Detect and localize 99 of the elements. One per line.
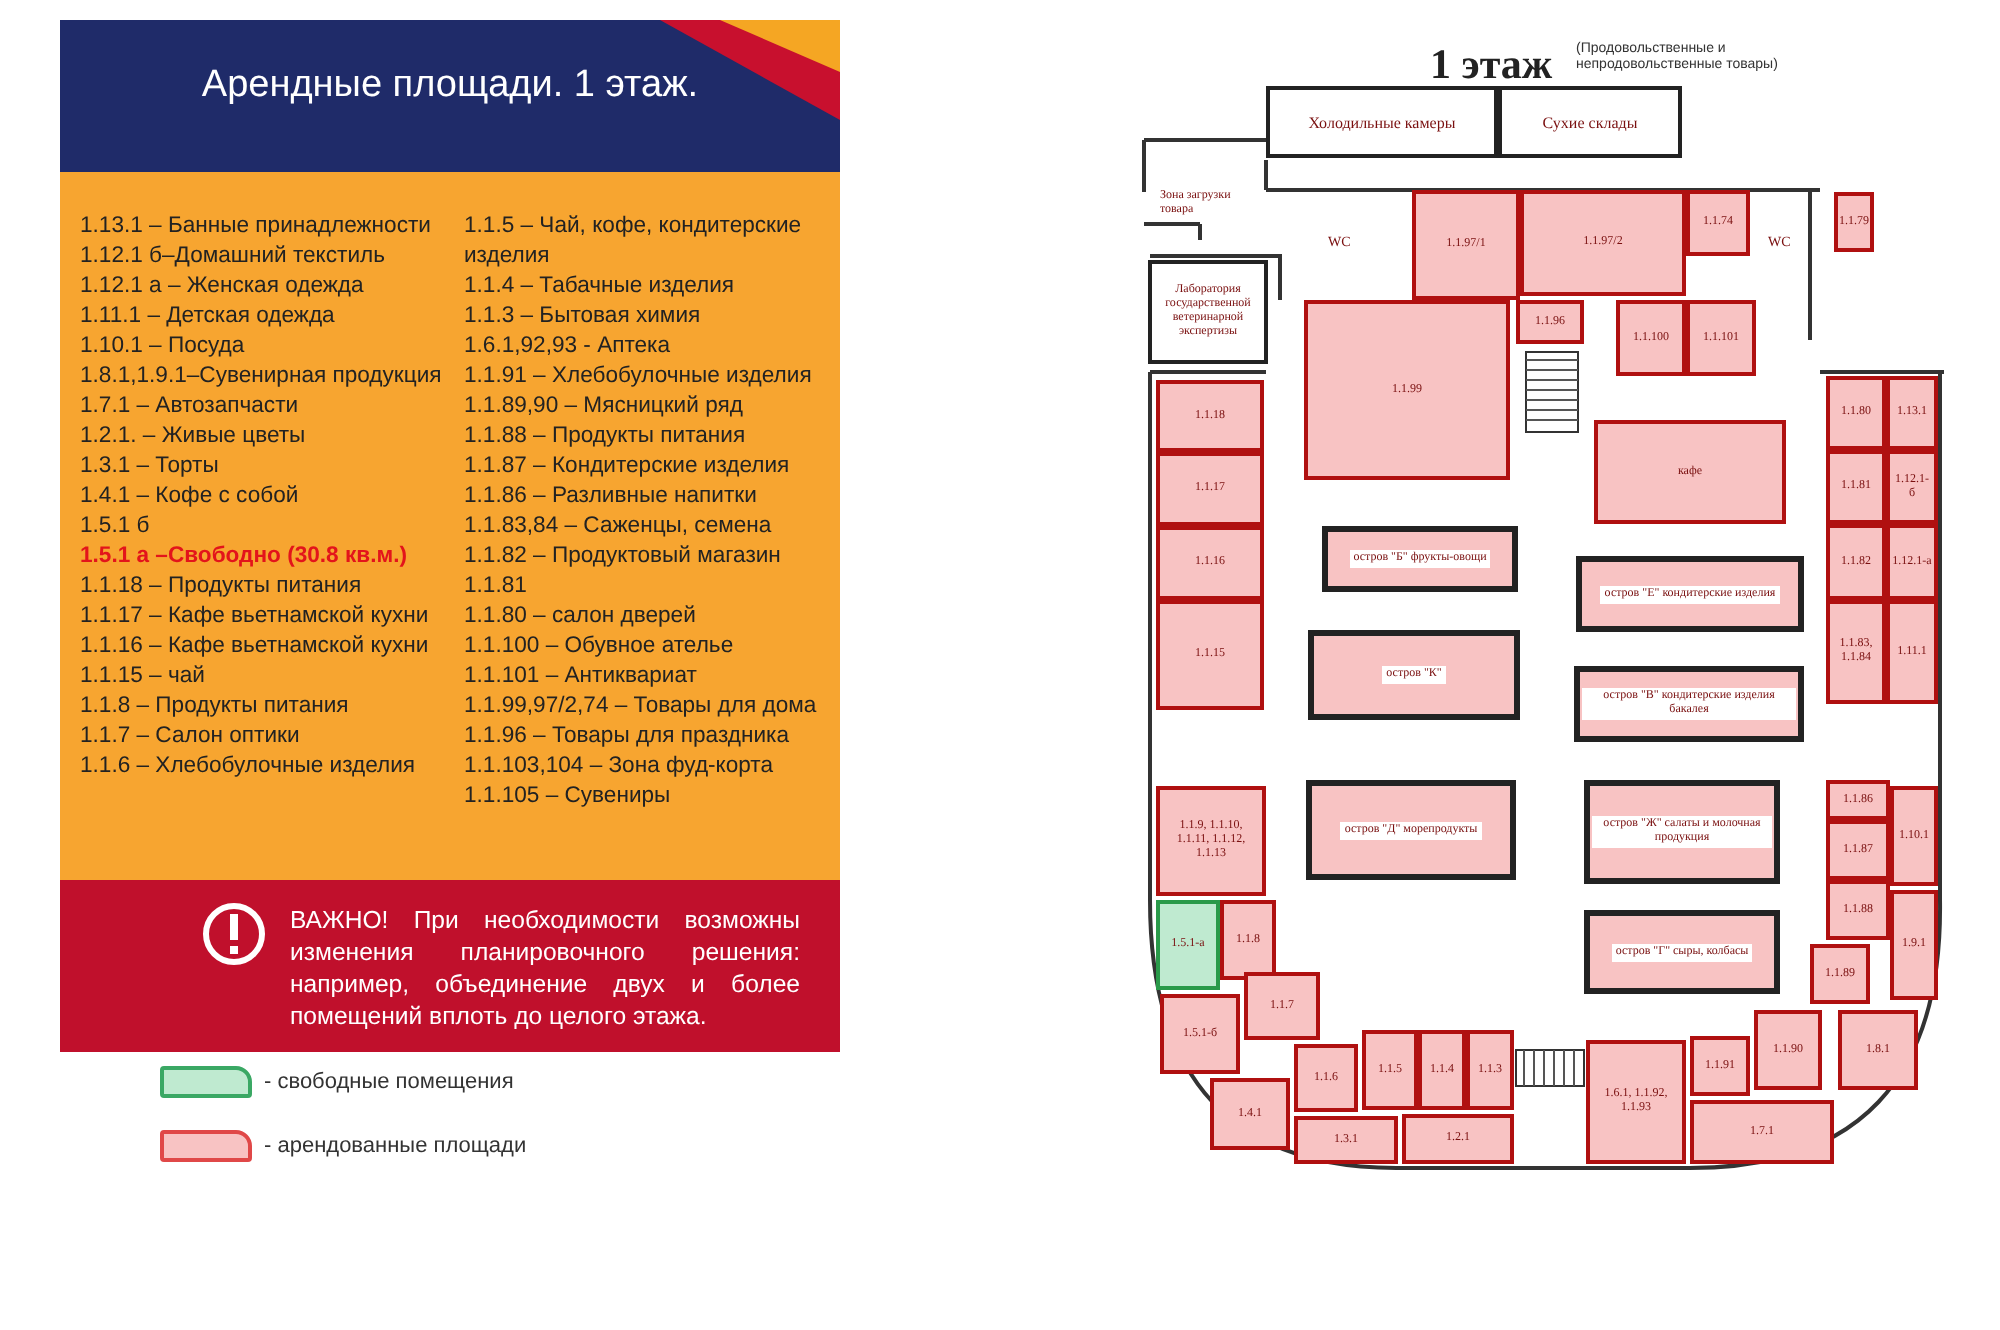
rented-room — [1826, 820, 1890, 880]
list-item: 1.1.16 – Кафе вьетнамской кухни — [80, 632, 431, 662]
list-item: 1.1.5 – Чай, кофе, кондитерские изделия — [464, 212, 804, 272]
legend-label: - свободные помещения — [264, 1070, 514, 1094]
rented-room — [1210, 1078, 1290, 1150]
rented-room — [1466, 1030, 1514, 1110]
list-item: 1.7.1 – Автозапчасти — [80, 392, 301, 422]
list-item: 1.12.1 б–Домашний текстиль — [80, 242, 387, 272]
rented-room — [1412, 190, 1520, 300]
list-item: 1.1.15 – чай — [80, 662, 207, 692]
rented-room — [1886, 524, 1938, 600]
rented-room — [1834, 192, 1874, 252]
floor-heading: 1 этаж — [1430, 40, 1553, 90]
rented-room — [1156, 526, 1264, 600]
rented-room — [1886, 600, 1938, 704]
rented-room — [1156, 786, 1266, 896]
rented-room — [1826, 780, 1890, 820]
market-island — [1322, 526, 1518, 592]
room-label: Холодильные камеры — [1308, 115, 1456, 129]
rented-room — [1690, 1036, 1750, 1096]
list-item: 1.1.8 – Продукты питания — [80, 692, 351, 722]
list-item: 1.1.18 – Продукты питания — [80, 572, 364, 602]
rented-room — [1418, 1030, 1466, 1110]
list-item: 1.6.1,92,93 - Аптека — [464, 332, 673, 362]
rented-room — [1362, 1030, 1418, 1110]
rented-room — [1826, 880, 1890, 940]
list-item: 1.1.91 – Хлебобулочные изделия — [464, 362, 814, 392]
service-room — [1266, 86, 1498, 158]
list-item: 1.1.88 – Продукты питания — [464, 422, 748, 452]
list-item: 1.1.83,84 – Саженцы, семена — [464, 512, 774, 542]
list-item: 1.1.87 – Кондитерские изделия — [464, 452, 792, 482]
list-item: 1.5.1 а –Свободно (30.8 кв.м.) — [80, 542, 409, 572]
rented-room — [1520, 190, 1686, 296]
rented-room — [1244, 972, 1320, 1040]
rented-room — [1826, 376, 1886, 450]
rented-room — [1838, 1010, 1918, 1090]
list-item: 1.12.1 а – Женская одежда — [80, 272, 366, 302]
rented-room — [1586, 1040, 1686, 1164]
rented-room — [1160, 994, 1240, 1074]
list-item: 1.1.82 – Продуктовый магазин — [464, 542, 783, 572]
market-island — [1576, 556, 1804, 632]
rented-room — [1890, 890, 1938, 1000]
room-label: Сухие склады — [1542, 115, 1638, 129]
list-item: 1.1.4 – Табачные изделия — [464, 272, 737, 302]
list-item: 1.1.86 – Разливные напитки — [464, 482, 759, 512]
rented-room — [1304, 300, 1510, 480]
list-item: 1.13.1 – Банные принадлежности — [80, 212, 433, 242]
vacant-room — [1156, 900, 1220, 990]
rented-room — [1810, 944, 1870, 1004]
market-island — [1574, 666, 1804, 742]
rented-room — [1156, 380, 1264, 452]
market-island — [1584, 780, 1780, 884]
title: Арендные площади. 1 этаж. — [199, 64, 701, 108]
service-room — [1148, 260, 1268, 364]
list-item: 1.1.99,97/2,74 – Товары для дома — [464, 692, 819, 722]
rented-room — [1156, 452, 1264, 526]
list-item: 1.1.101 – Антиквариат — [464, 662, 699, 692]
list-item: 1.1.100 – Обувное ателье — [464, 632, 736, 662]
list-item: 1.3.1 – Торты — [80, 452, 221, 482]
list-item: 1.1.103,104 – Зона фуд-корта — [464, 752, 776, 782]
rented-room — [1402, 1114, 1514, 1164]
list-item: 1.1.81 — [464, 572, 529, 602]
rented-room — [1890, 786, 1938, 886]
market-island — [1308, 630, 1520, 720]
list-item: 1.1.80 – салон дверей — [464, 602, 698, 632]
market-island — [1306, 780, 1516, 880]
list-item: 1.1.96 – Товары для праздника — [464, 722, 792, 752]
list-item: 1.5.1 б — [80, 512, 152, 542]
rented-room — [1516, 300, 1584, 344]
rented-room — [1886, 376, 1938, 450]
legend-label: - арендованные площади — [264, 1134, 527, 1158]
service-room — [1498, 86, 1682, 158]
rented-room — [1594, 420, 1786, 524]
list-item: 1.11.1 – Детская одежда — [80, 302, 337, 332]
rented-room — [1686, 300, 1756, 376]
rented-room — [1826, 450, 1886, 524]
list-item: 1.1.3 – Бытовая химия — [464, 302, 703, 332]
list-item: 1.1.105 – Сувениры — [464, 782, 673, 812]
rented-room — [1826, 524, 1886, 600]
rented-room — [1616, 300, 1686, 376]
rented-room — [1686, 190, 1750, 256]
rented-room — [1294, 1116, 1398, 1164]
list-item: 1.1.89,90 – Мясницкий ряд — [464, 392, 745, 422]
list-item: 1.2.1. – Живые цветы — [80, 422, 308, 452]
rented-room — [1690, 1100, 1834, 1164]
list-item: 1.8.1,1.9.1–Сувенирная продукция — [80, 362, 444, 392]
list-item: 1.1.17 – Кафе вьетнамской кухни — [80, 602, 431, 632]
rented-room — [1826, 600, 1886, 704]
market-island — [1584, 910, 1780, 994]
list-item: 1.1.7 – Салон оптики — [80, 722, 302, 752]
rented-room — [1220, 900, 1276, 980]
list-item: 1.1.6 – Хлебобулочные изделия — [80, 752, 418, 782]
rented-room — [1754, 1010, 1822, 1090]
rented-room — [1886, 450, 1938, 524]
warning-text: ВАЖНО! При необходимости возможны изменения планировочного решения: например, объединение двух и более помещений вплоть до целого этажа. — [290, 904, 800, 1032]
list-item: 1.10.1 – Посуда — [80, 332, 247, 362]
rented-room — [1156, 600, 1264, 710]
rented-room — [1294, 1044, 1358, 1112]
list-item: 1.4.1 – Кофе с собой — [80, 482, 301, 512]
